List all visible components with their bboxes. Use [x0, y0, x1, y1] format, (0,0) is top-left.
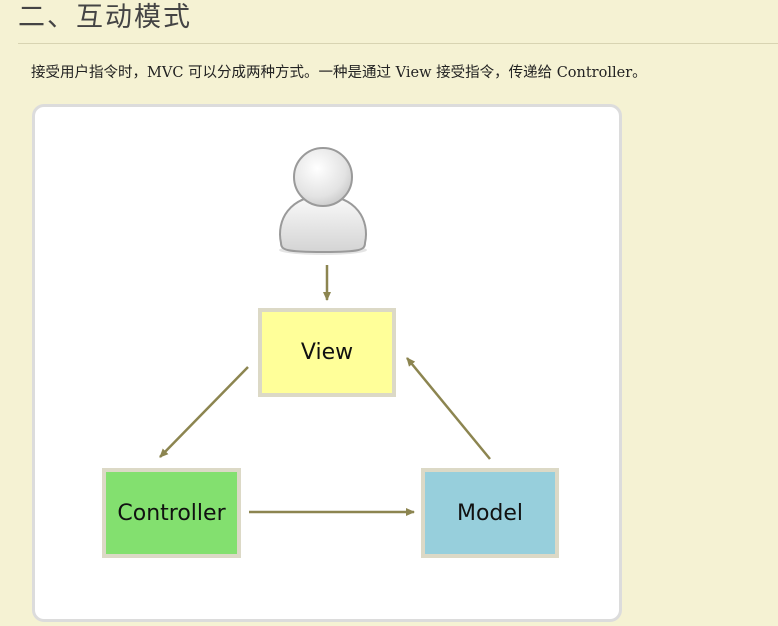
controller-node-label: Controller	[117, 500, 226, 526]
model-node-label: Model	[456, 500, 524, 526]
section-heading: 二、互动模式	[18, 2, 192, 33]
intro-paragraph: 接受用户指令时，MVC 可以分成两种方式。一种是通过 View 接受指令，传递给…	[31, 65, 647, 81]
model-node: Model	[421, 468, 559, 558]
controller-node: Controller	[102, 468, 241, 558]
view-node-label: View	[300, 340, 354, 365]
view-node: View	[258, 308, 396, 397]
heading-divider	[18, 43, 778, 44]
